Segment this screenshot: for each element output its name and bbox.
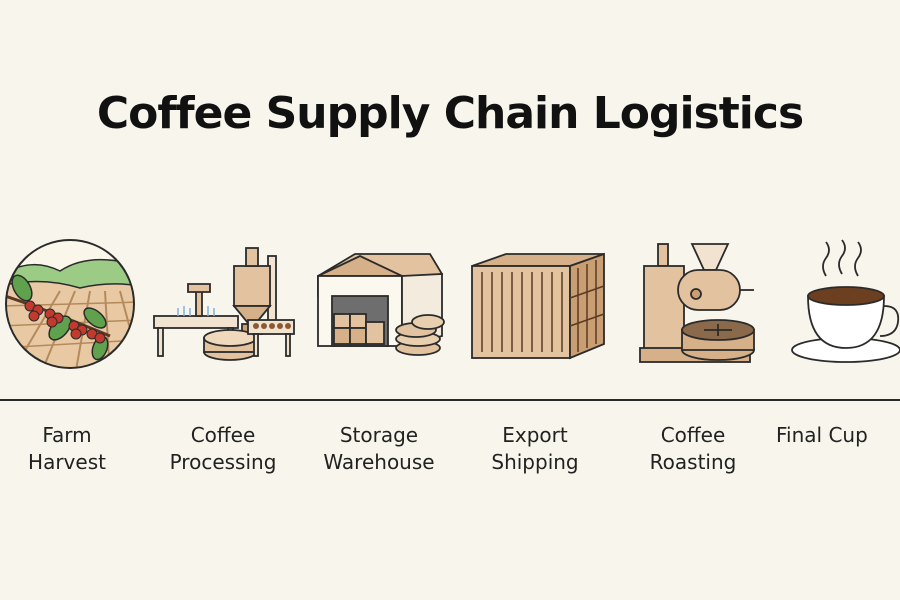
stage-label-farm-harvest: Farm Harvest	[28, 423, 106, 474]
coffee-processing-icon	[153, 247, 295, 361]
farm-harvest-icon	[5, 239, 135, 369]
stage-label-coffee-roasting: Coffee Roasting	[649, 423, 737, 474]
stage-label-coffee-processing: Coffee Processing	[169, 423, 277, 474]
stage-label-storage-warehouse: Storage Warehouse	[323, 423, 435, 474]
coffee-cup-icon	[791, 239, 900, 363]
coffee-roaster-icon	[639, 243, 755, 363]
storage-warehouse-icon	[317, 253, 445, 356]
stage-label-export-shipping: Export Shipping	[491, 423, 579, 474]
timeline-divider	[0, 399, 900, 401]
diagram-title: Coffee Supply Chain Logistics	[96, 88, 804, 139]
shipping-container-icon	[471, 252, 605, 360]
stage-label-final-cup: Final Cup	[776, 423, 868, 447]
